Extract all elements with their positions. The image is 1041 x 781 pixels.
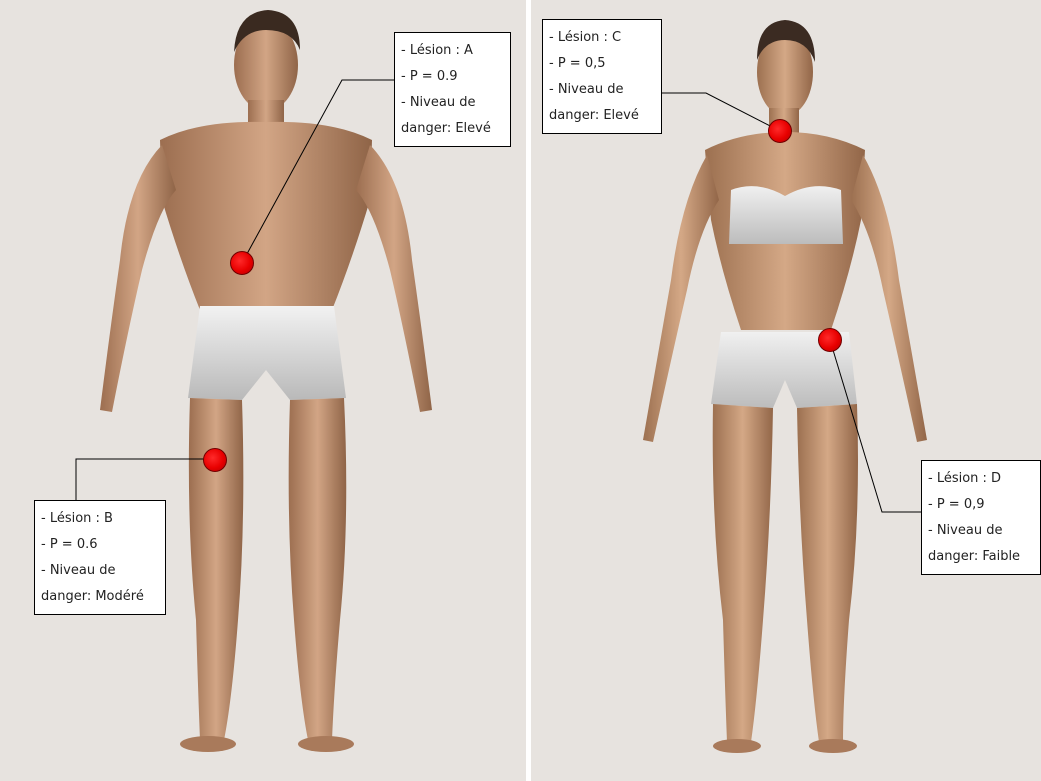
lesion-danger-value: danger: Modéré xyxy=(41,584,159,610)
lesion-probability: - P = 0,9 xyxy=(928,492,1034,518)
lesion-probability: - P = 0,5 xyxy=(549,51,655,77)
lesion-danger-value: danger: Elevé xyxy=(549,103,655,129)
lesion-danger-label: - Niveau de xyxy=(41,558,159,584)
lesion-danger-label: - Niveau de xyxy=(401,90,504,116)
lesion-info-d: - Lésion : D - P = 0,9 - Niveau de dange… xyxy=(921,460,1041,575)
lesion-marker-c[interactable] xyxy=(768,119,792,143)
lesion-probability: - P = 0.9 xyxy=(401,64,504,90)
lesion-probability: - P = 0.6 xyxy=(41,532,159,558)
lesion-name: - Lésion : A xyxy=(401,38,504,64)
lesion-marker-b[interactable] xyxy=(203,448,227,472)
lesion-danger-label: - Niveau de xyxy=(549,77,655,103)
lesion-info-b: - Lésion : B - P = 0.6 - Niveau de dange… xyxy=(34,500,166,615)
lesion-info-a: - Lésion : A - P = 0.9 - Niveau de dange… xyxy=(394,32,511,147)
lesion-name: - Lésion : B xyxy=(41,506,159,532)
lesion-danger-value: danger: Elevé xyxy=(401,116,504,142)
lesion-marker-a[interactable] xyxy=(230,251,254,275)
lesion-marker-d[interactable] xyxy=(818,328,842,352)
lesion-info-c: - Lésion : C - P = 0,5 - Niveau de dange… xyxy=(542,19,662,134)
lesion-name: - Lésion : C xyxy=(549,25,655,51)
lesion-name: - Lésion : D xyxy=(928,466,1034,492)
lesion-danger-value: danger: Faible xyxy=(928,544,1034,570)
lesion-danger-label: - Niveau de xyxy=(928,518,1034,544)
